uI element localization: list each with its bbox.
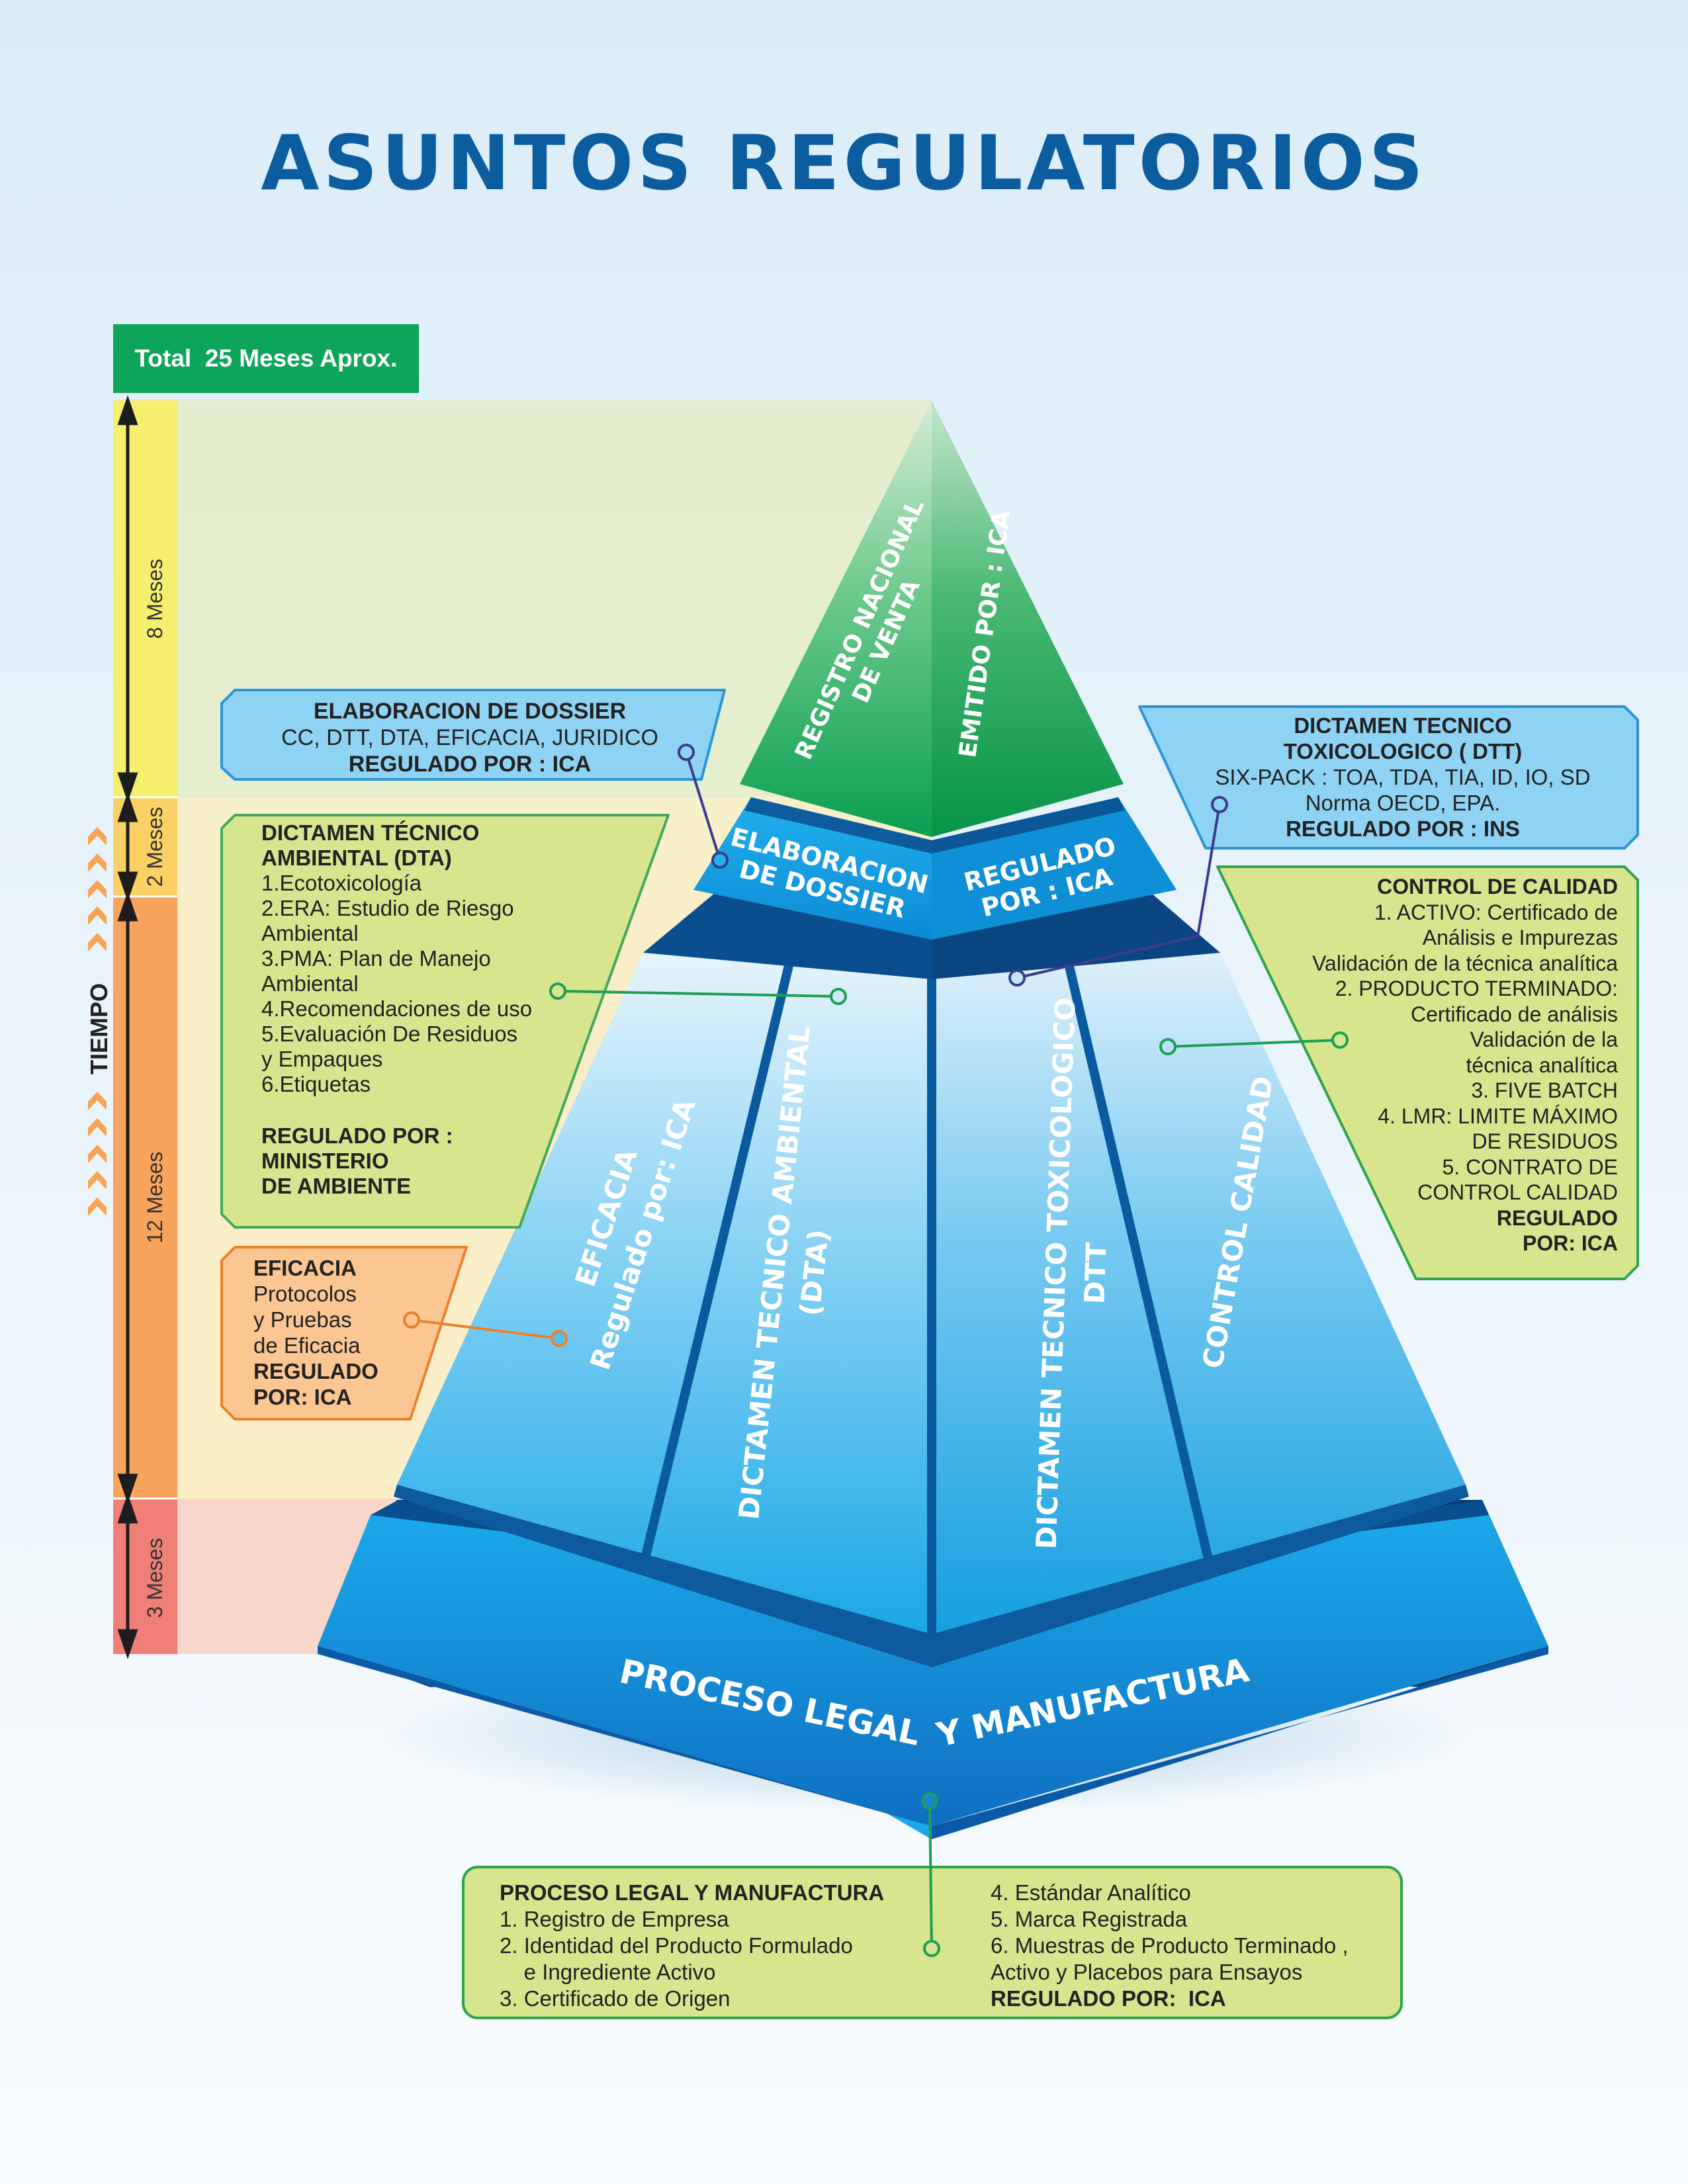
timeline-label-2: 2 Meses bbox=[143, 807, 167, 887]
list-item: 6.Etiquetas bbox=[261, 1072, 371, 1096]
callout-dtt-regulated: REGULADO POR : INS bbox=[1286, 816, 1520, 841]
list-item: 2. Identidad del Producto Formulado bbox=[500, 1933, 853, 1958]
callout-eficacia: EFICACIA Protocolos y Pruebas de Eficaci… bbox=[253, 1255, 425, 1410]
callout-dossier-shape bbox=[220, 689, 726, 781]
list-item: 3. Certificado de Origen bbox=[500, 1986, 731, 2011]
list-item: 5.Evaluación De Residuos bbox=[261, 1022, 518, 1046]
list-item: Certificado de análisis bbox=[1410, 1002, 1618, 1026]
callout-dta-shape bbox=[220, 814, 670, 1229]
callout-dta-title-1: DICTAMEN TÉCNICO bbox=[261, 820, 480, 845]
list-item: Norma OECD, EPA. bbox=[1305, 791, 1501, 815]
timeline-segment-8 bbox=[113, 400, 177, 797]
list-item: 3.PMA: Plan de Manejo bbox=[261, 946, 491, 971]
callout-control-title: CONTROL DE CALIDAD bbox=[1377, 875, 1618, 898]
list-item: Validación de la técnica analítica bbox=[1312, 951, 1618, 975]
callout-dtt-title-1: DICTAMEN TECNICO bbox=[1294, 713, 1512, 738]
list-item: Protocolos bbox=[253, 1282, 357, 1306]
callout-control-shape bbox=[1216, 865, 1639, 1280]
chevron-up-icon-stack bbox=[88, 827, 107, 1216]
list-item: 1. Registro de Empresa bbox=[500, 1907, 729, 1931]
callout-proceso-right: 4. Estándar Analítico 5. Marca Registrad… bbox=[991, 1880, 1388, 2012]
list-item: Ambiental bbox=[261, 921, 359, 945]
list-item: 3. FIVE BATCH bbox=[1471, 1078, 1618, 1102]
callout-dta-regulated-3: DE AMBIENTE bbox=[261, 1174, 412, 1198]
column-dtt-subtitle: DTT bbox=[1078, 1242, 1112, 1305]
list-item: Activo y Placebos para Ensayos bbox=[991, 1960, 1303, 1984]
callout-dta-title-2: AMBIENTAL (DTA) bbox=[261, 846, 452, 870]
callout-dta: DICTAMEN TÉCNICO AMBIENTAL (DTA) 1.Ecoto… bbox=[261, 820, 579, 1199]
connector-dta bbox=[549, 983, 847, 1005]
callout-proceso-regulated: REGULADO POR: ICA bbox=[991, 1986, 1226, 2011]
connector-dossier bbox=[678, 744, 729, 869]
list-item: 4.Recomendaciones de uso bbox=[261, 996, 533, 1021]
total-duration-badge: Total 25 Meses Aprox. bbox=[113, 324, 419, 393]
callout-dta-regulated-1: REGULADO POR : bbox=[261, 1123, 453, 1148]
callout-dossier: ELABORACION DE DOSSIER CC, DTT, DTA, EFI… bbox=[258, 698, 682, 777]
callout-dtt: DICTAMEN TECNICO TOXICOLOGICO ( DTT) SIX… bbox=[1184, 713, 1621, 842]
callout-dossier-regulated: REGULADO POR : ICA bbox=[348, 752, 592, 777]
connector-control bbox=[1159, 1031, 1349, 1055]
callout-eficacia-shape bbox=[220, 1246, 468, 1420]
callout-eficacia-regulated-1: REGULADO bbox=[253, 1359, 378, 1383]
pyramid-apex bbox=[740, 400, 1124, 837]
list-item: Validación de la bbox=[1470, 1027, 1618, 1051]
list-item: y Empaques bbox=[261, 1047, 383, 1071]
list-item: 1. ACTIVO: Certificado de bbox=[1374, 900, 1618, 924]
timeline-segment-12 bbox=[113, 896, 177, 1499]
callout-dtt-shape bbox=[1138, 705, 1639, 850]
connector-proceso bbox=[921, 1792, 940, 1957]
connector-eficacia bbox=[403, 1311, 568, 1347]
timeline-axis-label: TIEMPO bbox=[85, 983, 112, 1074]
timeline-label-3: 3 Meses bbox=[143, 1538, 167, 1618]
list-item: y Pruebas bbox=[253, 1307, 352, 1332]
list-item: 2.ERA: Estudio de Riesgo bbox=[261, 896, 514, 920]
list-item: 2. PRODUCTO TERMINADO: bbox=[1335, 977, 1618, 1000]
list-item: técnica analítica bbox=[1466, 1053, 1618, 1077]
callout-dossier-body: CC, DTT, DTA, EFICACIA, JURIDICO bbox=[281, 725, 658, 750]
callout-control-regulated-2: POR: ICA bbox=[1523, 1231, 1618, 1255]
callout-eficacia-title: EFICACIA bbox=[253, 1256, 357, 1280]
list-item: 5. CONTRATO DE bbox=[1442, 1155, 1618, 1179]
list-item: e Ingrediente Activo bbox=[500, 1960, 716, 1984]
list-item: 4. Estándar Analítico bbox=[991, 1880, 1191, 1905]
timeline: 8 Meses 2 Meses 12 Meses 3 Meses TIEMPO bbox=[85, 395, 177, 1659]
list-item: 5. Marca Registrada bbox=[991, 1907, 1188, 1931]
list-item: 1.Ecotoxicología bbox=[261, 871, 422, 895]
page-title: ASUNTOS REGULATORIOS bbox=[261, 119, 1427, 207]
callout-proceso-left: PROCESO LEGAL Y MANUFACTURA 1. Registro … bbox=[500, 1880, 923, 2012]
callout-eficacia-regulated-2: POR: ICA bbox=[253, 1385, 352, 1409]
callout-control: CONTROL DE CALIDAD 1. ACTIVO: Certificad… bbox=[1224, 874, 1618, 1256]
list-item: Ambiental bbox=[261, 971, 359, 996]
callout-dta-regulated-2: MINISTERIO bbox=[261, 1149, 389, 1173]
timeline-segment-3 bbox=[113, 1499, 177, 1654]
list-item: Análisis e Impurezas bbox=[1422, 926, 1618, 949]
list-item: de Eficacia bbox=[253, 1333, 361, 1358]
pyramid-dossier-band bbox=[643, 797, 1220, 979]
callout-proceso-title: PROCESO LEGAL Y MANUFACTURA bbox=[500, 1880, 885, 1905]
list-item: 6. Muestras de Producto Terminado , bbox=[991, 1933, 1349, 1958]
list-item: CONTROL CALIDAD bbox=[1417, 1180, 1618, 1204]
pyramid-middle-tier bbox=[394, 945, 1469, 1667]
connector-dtt bbox=[1008, 796, 1228, 986]
timeline-label-12: 12 Meses bbox=[143, 1152, 167, 1244]
callout-dossier-title: ELABORACION DE DOSSIER bbox=[313, 699, 627, 724]
callout-control-regulated-1: REGULADO bbox=[1496, 1205, 1618, 1230]
list-item: SIX-PACK : TOA, TDA, TIA, ID, IO, SD bbox=[1215, 765, 1591, 789]
callout-dtt-title-2: TOXICOLOGICO ( DTT) bbox=[1283, 739, 1523, 764]
list-item: DE RESIDUOS bbox=[1472, 1129, 1618, 1153]
timeline-label-8: 8 Meses bbox=[143, 559, 167, 639]
list-item: 4. LMR: LIMITE MÁXIMO bbox=[1378, 1104, 1618, 1128]
pyramid-column-dividers bbox=[641, 945, 1212, 1639]
